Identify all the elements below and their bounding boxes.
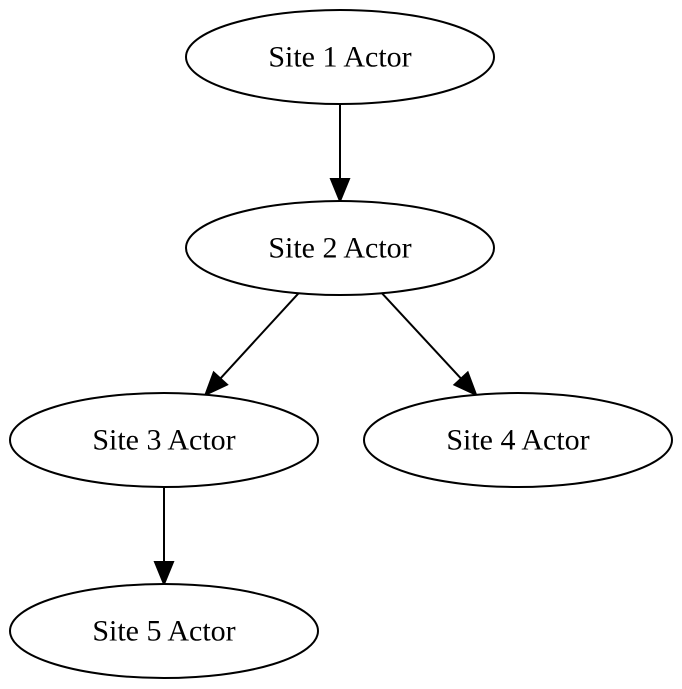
node-ellipse: [185, 9, 495, 105]
edge-line: [381, 292, 462, 380]
node-site-3: Site 3 Actor: [9, 392, 319, 488]
arrowhead-icon: [452, 370, 478, 397]
edge-line: [219, 292, 300, 380]
node-ellipse: [185, 200, 495, 296]
edges-layer: [153, 104, 478, 587]
node-label: Site 5 Actor: [92, 615, 235, 648]
node-site-5: Site 5 Actor: [9, 583, 319, 679]
arrowhead-icon: [329, 178, 351, 204]
node-label: Site 3 Actor: [92, 424, 235, 457]
node-ellipse: [9, 583, 319, 679]
edge-n1-n2: [329, 104, 351, 204]
edge-n2-n4: [381, 292, 478, 397]
edge-n3-n5: [153, 487, 175, 587]
edge-n2-n3: [203, 292, 300, 397]
node-label: Site 1 Actor: [268, 41, 411, 74]
node-site-1: Site 1 Actor: [185, 9, 495, 105]
node-ellipse: [9, 392, 319, 488]
node-site-2: Site 2 Actor: [185, 200, 495, 296]
node-label: Site 4 Actor: [446, 424, 589, 457]
node-label: Site 2 Actor: [268, 232, 411, 265]
arrowhead-icon: [153, 561, 175, 587]
arrowhead-icon: [203, 370, 229, 397]
node-site-4: Site 4 Actor: [363, 392, 673, 488]
node-ellipse: [363, 392, 673, 488]
